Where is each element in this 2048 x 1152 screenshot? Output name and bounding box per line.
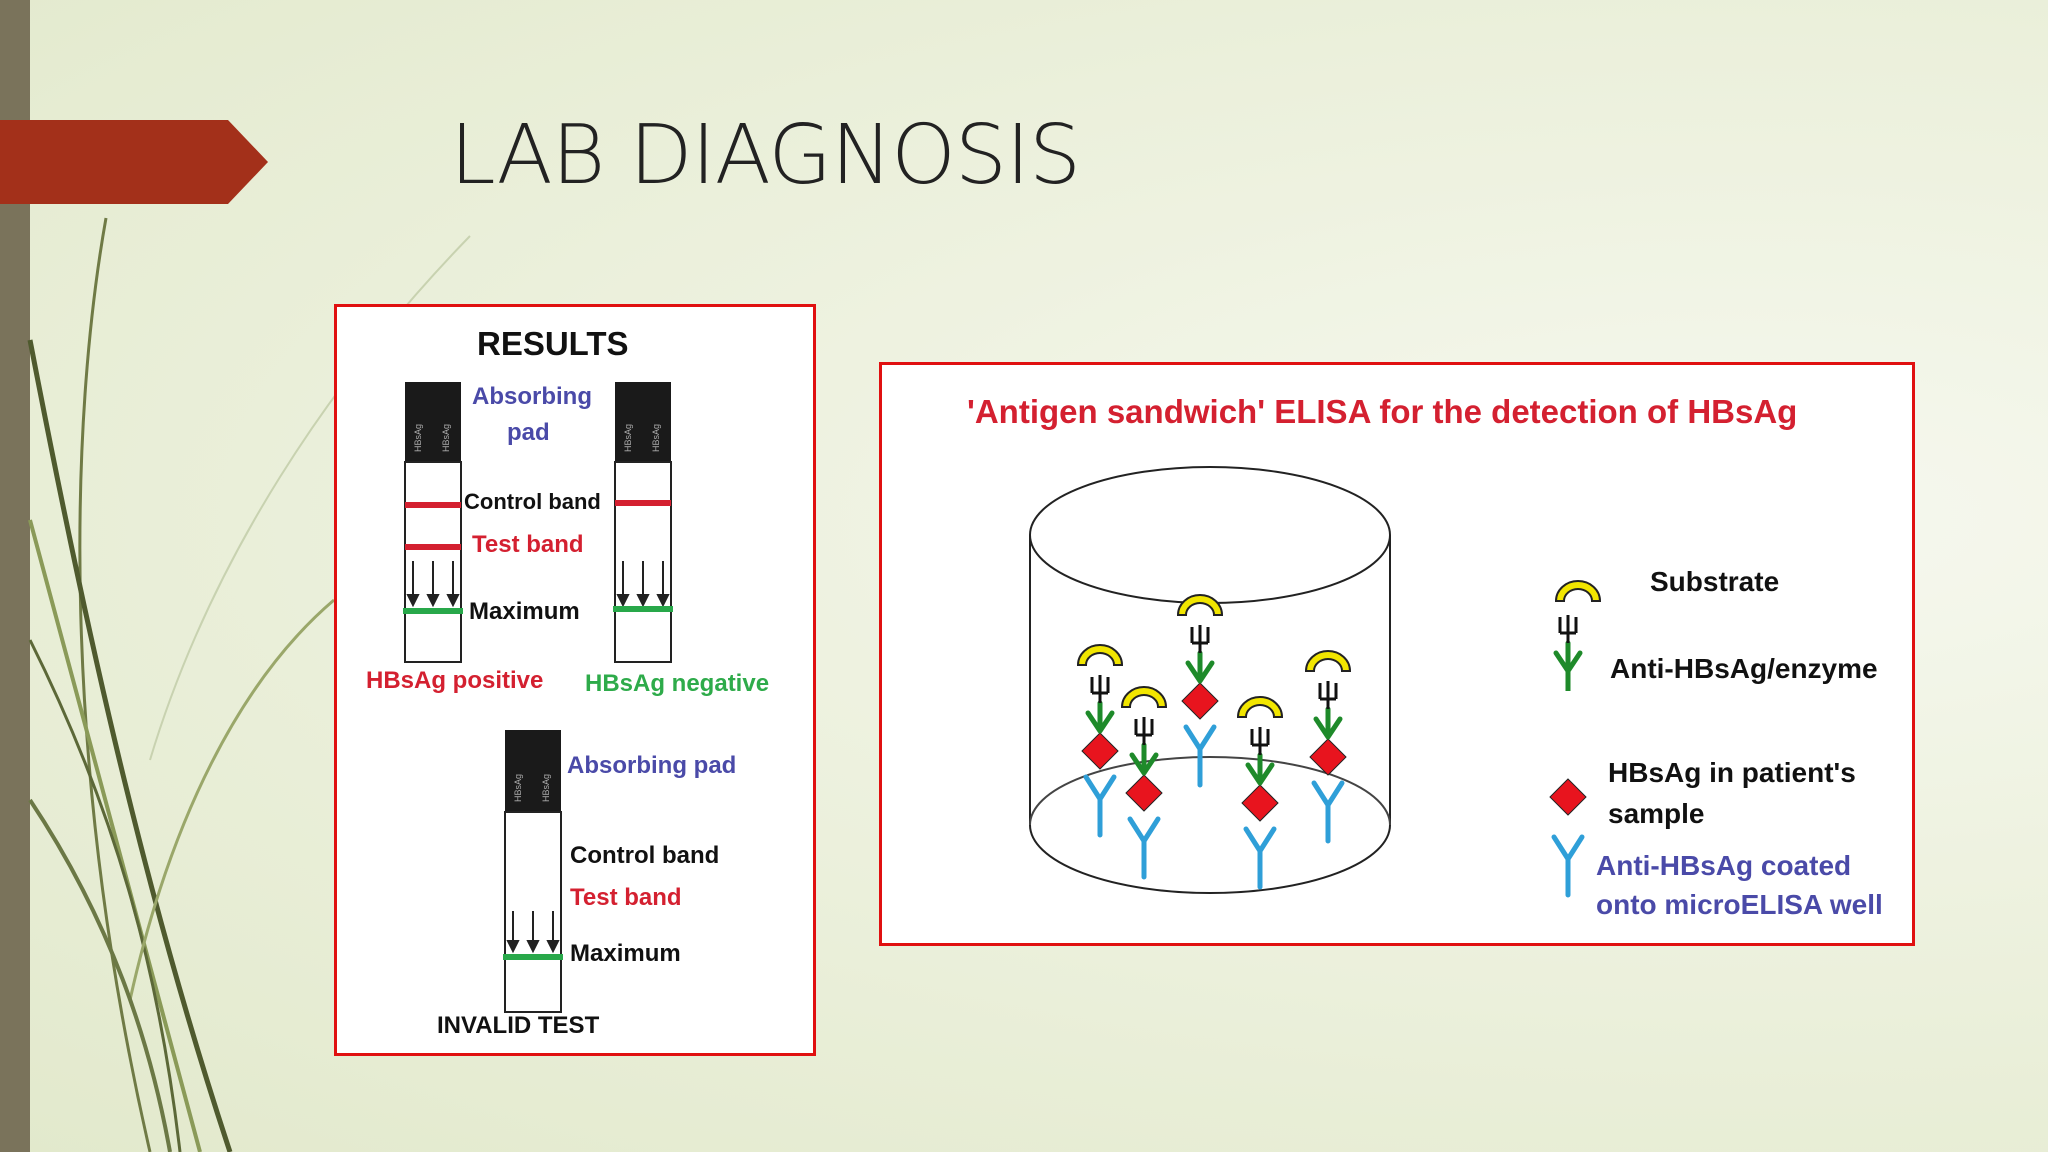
absorbing-pad-block (505, 730, 561, 812)
maximum-label: Maximum (469, 598, 580, 625)
pad-text: HBsAg (441, 424, 451, 452)
elisa-diagram: 'Antigen sandwich' ELISA for the detecti… (967, 393, 1883, 920)
invalid-test-label: INVALID TEST (437, 1012, 600, 1039)
flow-arrows (616, 561, 670, 608)
legend-enzyme-label: Anti-HBsAg/enzyme (1610, 653, 1878, 684)
pad-text: HBsAg (651, 424, 661, 452)
flow-arrows (506, 911, 560, 954)
decorative-grass-blade (78, 217, 152, 1152)
flow-arrows (406, 561, 460, 608)
pad-text: HBsAg (541, 774, 551, 802)
rapid-test-diagram: RESULTS HBsAg HBsAg HBsAg (366, 325, 769, 1039)
decorative-grass-blade (27, 339, 233, 1152)
legend-coated-label-1: Anti-HBsAg coated (1596, 850, 1851, 881)
substrate-icon (1555, 580, 1601, 602)
test-band-invalid-label: Test band (570, 884, 682, 911)
legend-antigen-label-2: sample (1608, 798, 1705, 829)
legend-antigen-label-1: HBsAg in patient's (1608, 757, 1856, 788)
hbsag-negative-label: HBsAg negative (585, 670, 769, 697)
legend-coated-label-2: onto microELISA well (1596, 889, 1883, 920)
absorbing-pad-block (405, 382, 461, 462)
microelisa-well (1029, 466, 1391, 894)
enzyme-antibody-icon (1556, 615, 1580, 671)
test-band-label: Test band (472, 531, 584, 558)
pad-text: HBsAg (413, 424, 423, 452)
page-title: LAB DIAGNOSIS (450, 108, 1081, 203)
pad-text: HBsAg (623, 424, 633, 452)
absorbing-pad-label: Absorbing (472, 383, 592, 410)
decorative-grass-blade (28, 519, 202, 1152)
test-strip-positive: HBsAg HBsAg (403, 382, 463, 663)
absorbing-pad-block (615, 382, 671, 462)
antibody-antigen-complex (1077, 644, 1123, 835)
elisa-title: 'Antigen sandwich' ELISA for the detecti… (967, 393, 1797, 430)
test-strip-invalid: HBsAg HBsAg (503, 730, 563, 1013)
antibody-antigen-complex (1237, 696, 1283, 887)
control-band-label: Control band (464, 489, 601, 514)
capture-antibody-icon (1554, 837, 1582, 895)
title-arrow-banner (0, 120, 268, 204)
legend: Substrate Anti-HBsAg/enzyme HBsAg in pat… (1549, 566, 1883, 920)
rapid-test-results-panel: RESULTS HBsAg HBsAg HBsAg (334, 304, 816, 1056)
antibody-antigen-complex (1121, 686, 1167, 877)
elisa-diagram-panel: 'Antigen sandwich' ELISA for the detecti… (879, 362, 1915, 946)
decorative-grass-blade (128, 598, 335, 1001)
antibody-antigen-complex (1305, 650, 1351, 841)
pad-text: HBsAg (513, 774, 523, 802)
test-strip-negative: HBsAg HBsAg (613, 382, 673, 663)
absorbing-pad-label-2: pad (507, 419, 550, 446)
decorative-grass-blade (28, 639, 182, 1152)
decorative-grass-blade (28, 798, 172, 1152)
control-band-invalid-label: Control band (570, 842, 719, 869)
absorbing-pad-invalid-label: Absorbing pad (567, 752, 736, 779)
results-heading: RESULTS (477, 325, 629, 362)
antigen-diamond-icon (1549, 778, 1587, 816)
maximum-invalid-label: Maximum (570, 940, 681, 967)
hbsag-positive-label: HBsAg positive (366, 667, 543, 694)
legend-substrate-label: Substrate (1650, 566, 1779, 597)
decorative-grass-blade (149, 235, 471, 761)
